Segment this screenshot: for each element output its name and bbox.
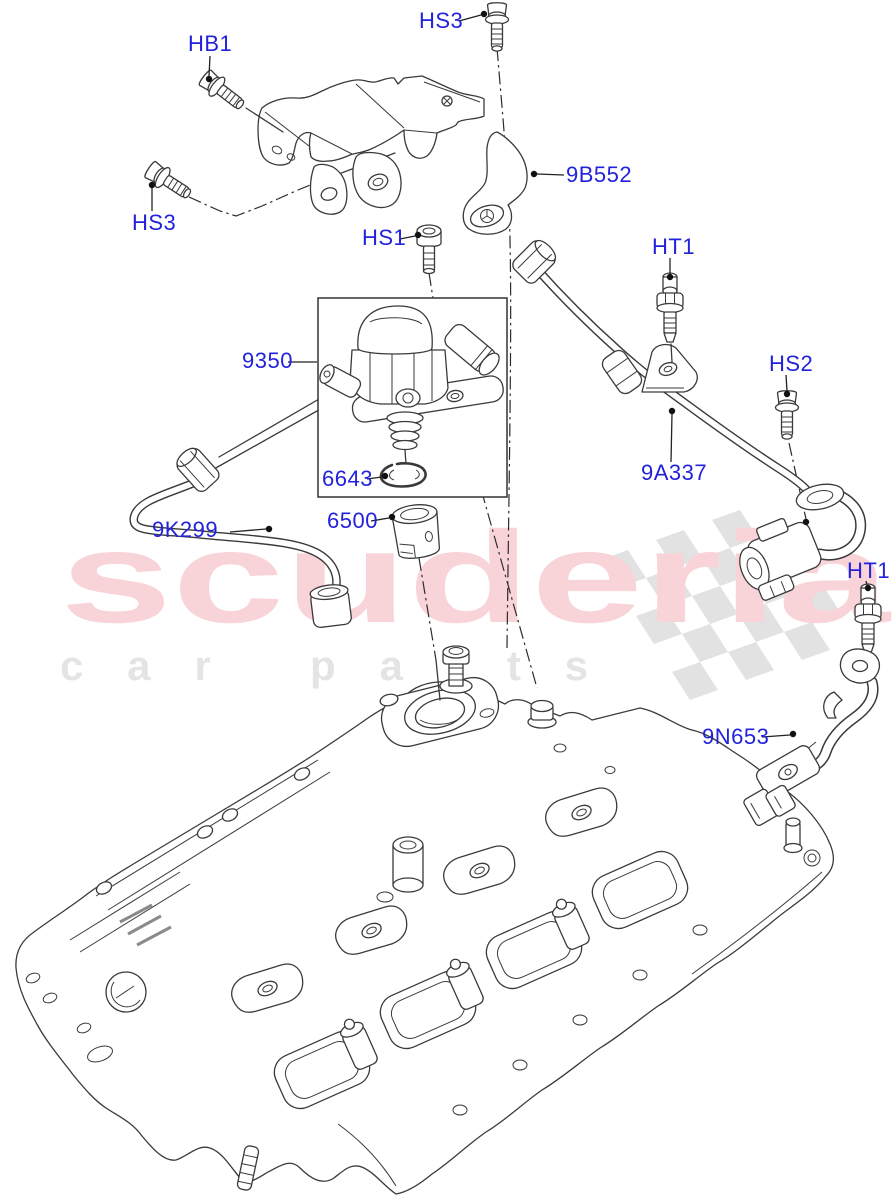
sensor-bracket-9n653	[743, 648, 881, 827]
part-label-6500: 6500	[327, 508, 378, 533]
manifold-stud-right	[527, 699, 557, 729]
part-label-9a337: 9A337	[641, 460, 708, 485]
part-label-hs2: HS2	[769, 351, 814, 376]
bolt-hs1	[416, 224, 442, 275]
part-label-hs3-left: HS3	[132, 210, 177, 235]
pipe-end-valve-assembly	[739, 483, 867, 601]
bolt-hb1	[195, 66, 250, 116]
high-pressure-fuel-pump-9350	[319, 305, 504, 465]
injector-bodies	[339, 898, 590, 1070]
part-label-hs3-upper: HS3	[419, 8, 464, 33]
sensor-ht1-upper	[656, 272, 684, 343]
callout-leaders	[148, 10, 872, 738]
bolt-hs2	[774, 390, 800, 440]
support-bracket-9b552	[462, 131, 528, 235]
part-label-hs1: HS1	[362, 225, 407, 250]
bolt-hs3-left	[141, 158, 197, 206]
pump-mounting-bracket	[257, 75, 485, 215]
injector-pockets	[273, 850, 689, 1110]
manifold-boss-cylinder	[376, 836, 424, 903]
spacer-bushing-6500	[391, 504, 441, 559]
manifold-stud-top	[439, 645, 473, 694]
part-label-ht1-lower: HT1	[847, 558, 891, 583]
part-label-hb1: HB1	[188, 31, 233, 56]
watermark-subtitle-text: car parts	[60, 642, 588, 689]
bolt-hs3-upper	[484, 2, 510, 52]
manifold-stud-edge	[783, 817, 803, 854]
drain-stud	[236, 1145, 260, 1191]
part-label-6643: 6643	[322, 466, 373, 491]
intake-manifold-drawing	[15, 645, 835, 1195]
part-label-9n653: 9N653	[702, 724, 770, 749]
fuel-pipe-9a337	[512, 239, 811, 494]
part-label-9b552: 9B552	[566, 162, 633, 187]
injector-clamps	[231, 787, 618, 1013]
part-label-ht1-upper: HT1	[652, 234, 696, 259]
fuel-supply-pipe-9k299	[129, 383, 352, 629]
part-label-9350: 9350	[242, 348, 293, 373]
part-label-9k299: 9K299	[152, 517, 219, 542]
casting-stamp	[119, 903, 172, 947]
